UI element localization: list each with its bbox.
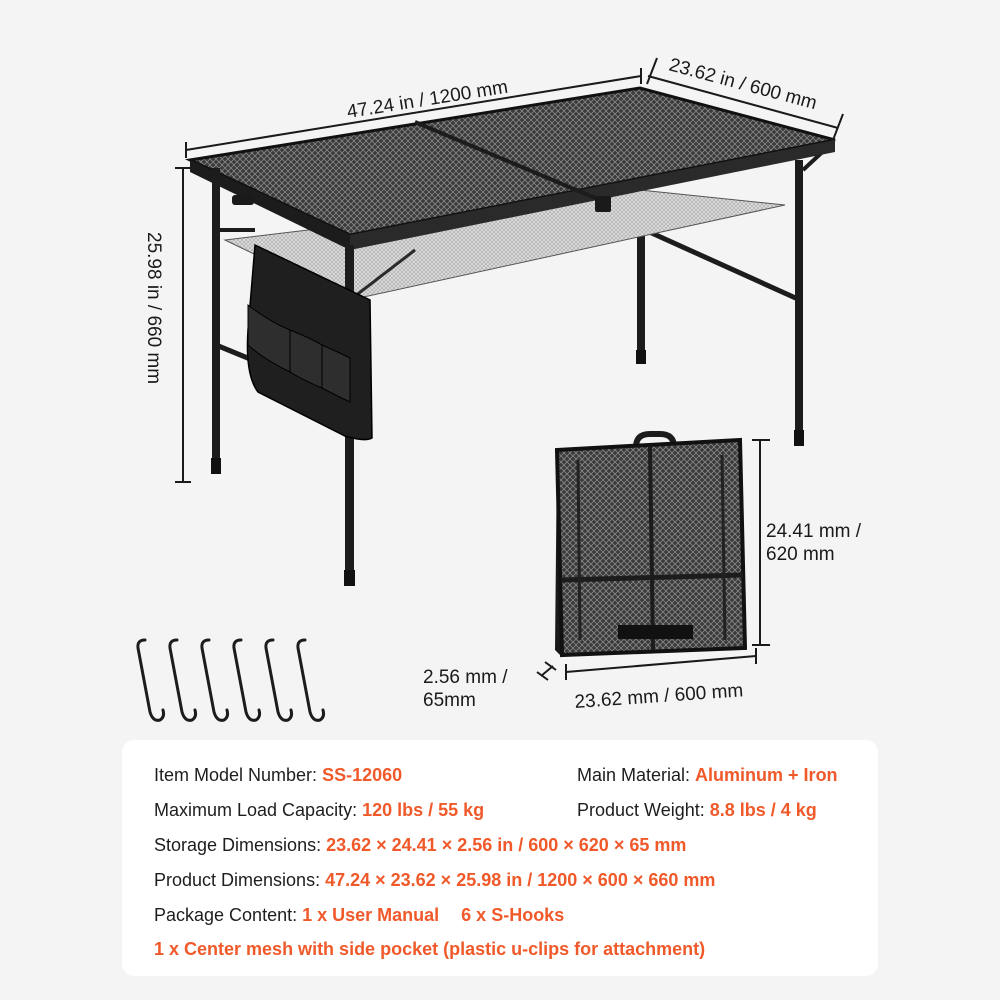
- s-hook: [264, 638, 294, 722]
- leg-foot: [794, 430, 804, 446]
- spec-product: Product Dimensions: 47.24 × 23.62 × 25.9…: [154, 869, 715, 891]
- folded-thickness-label-2: 65mm: [423, 690, 476, 711]
- spec-package-label: Package Content:: [154, 905, 303, 925]
- folded-height-label-2: 620 mm: [766, 544, 835, 565]
- spec-product-label: Product Dimensions:: [154, 870, 326, 890]
- shelf-strap: [349, 248, 416, 302]
- folded-leg-bar: [576, 459, 582, 641]
- table-leg: [795, 160, 803, 445]
- spec-model: Item Model Number: SS-12060: [154, 764, 402, 786]
- leg-foot: [211, 458, 221, 474]
- spec-material-value: Aluminum + Iron: [695, 765, 838, 785]
- spec-material-label: Main Material:: [577, 765, 696, 785]
- folded-dimension-lines: [536, 439, 770, 681]
- s-hook: [296, 638, 326, 722]
- spec-card: Item Model Number: SS-12060 Main Materia…: [122, 740, 878, 976]
- folded-leg-bar: [720, 454, 727, 641]
- spec-model-value: SS-12060: [322, 765, 403, 785]
- unfolded-table: [184, 86, 836, 586]
- table-center-seam: [414, 120, 601, 202]
- spec-product-value: 47.24 × 23.62 × 25.98 in / 1200 × 600 × …: [325, 870, 716, 890]
- s-hook: [200, 638, 230, 722]
- pocket-compartment: [321, 344, 351, 403]
- spec-storage-label: Storage Dimensions:: [154, 835, 327, 855]
- folded-width-label: 23.62 mm / 600 mm: [574, 680, 744, 713]
- table-latch: [595, 196, 611, 212]
- height-dimension-label: 25.98 in / 660 mm: [143, 232, 164, 384]
- folded-handle-bar: [618, 625, 693, 639]
- spec-package-value-2: 6 x S-Hooks: [461, 905, 565, 925]
- s-hook: [136, 638, 166, 722]
- table-leg: [212, 168, 220, 473]
- leg-foot: [344, 570, 355, 586]
- folded-leg-bar: [560, 572, 744, 583]
- folded-table: [554, 431, 748, 658]
- leg-brace: [643, 227, 802, 303]
- folded-height-label-1: 24.41 mm /: [766, 521, 862, 542]
- dimension-lines: [175, 57, 844, 483]
- spec-load: Maximum Load Capacity: 120 lbs / 55 kg: [154, 799, 484, 821]
- s-hook: [232, 638, 262, 722]
- spec-package: Package Content: 1 x User Manual 6 x S-Ho…: [154, 904, 564, 926]
- folded-seam: [648, 445, 655, 651]
- table-leg: [637, 180, 645, 360]
- carry-handle: [232, 195, 254, 205]
- folded-handle: [633, 431, 677, 448]
- spec-model-label: Item Model Number:: [154, 765, 323, 785]
- spec-weight-label: Product Weight:: [577, 800, 710, 820]
- spec-weight: Product Weight: 8.8 lbs / 4 kg: [577, 799, 817, 821]
- spec-package-extra: 1 x Center mesh with side pocket (plasti…: [154, 939, 706, 959]
- spec-load-label: Maximum Load Capacity:: [154, 800, 363, 820]
- leg-foot: [636, 350, 646, 364]
- s-hook: [168, 638, 198, 722]
- spec-storage-value: 23.62 × 24.41 × 2.56 in / 600 × 620 × 65…: [326, 835, 687, 855]
- spec-weight-value: 8.8 lbs / 4 kg: [709, 800, 817, 820]
- s-hooks: [136, 638, 326, 722]
- spec-material: Main Material: Aluminum + Iron: [577, 764, 838, 786]
- spec-package-value-1: 1 x User Manual: [302, 905, 440, 925]
- table-frame-edge: [190, 160, 350, 250]
- folded-thickness-label-1: 2.56 mm /: [423, 667, 508, 688]
- spec-storage: Storage Dimensions: 23.62 × 24.41 × 2.56…: [154, 834, 686, 856]
- spec-load-value: 120 lbs / 55 kg: [362, 800, 485, 820]
